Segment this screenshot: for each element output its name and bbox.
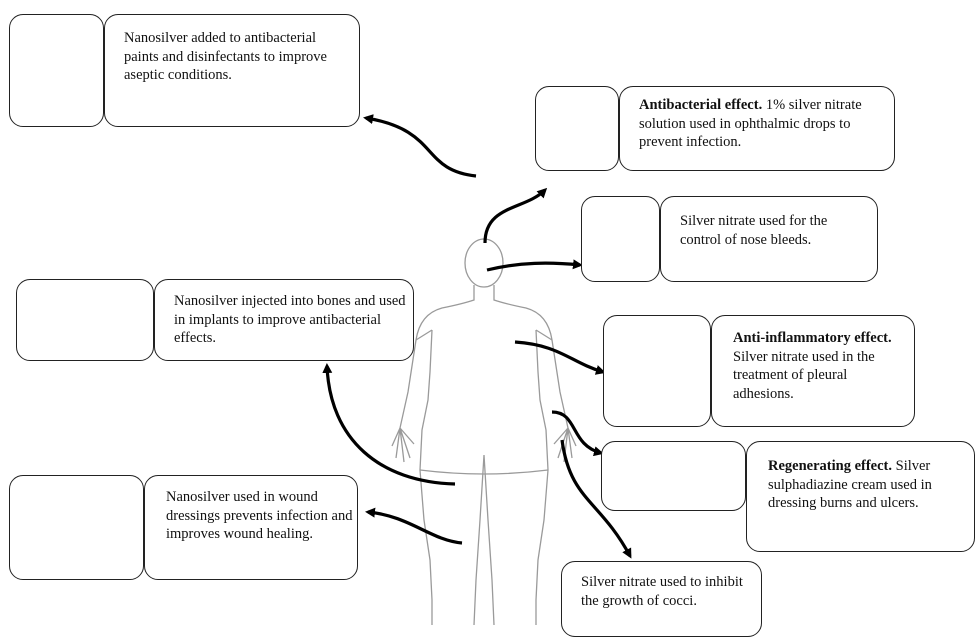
- arrow-lungs: [515, 342, 603, 372]
- arrow-wound: [368, 512, 462, 543]
- arrow-antiseptic: [366, 118, 476, 176]
- arrow-hand: [552, 412, 601, 453]
- icon-box-wound: [9, 475, 144, 580]
- callout-text-lungs: Anti-inflammatory effect. Silver nitrate…: [733, 329, 909, 403]
- icon-box-eye: [535, 86, 619, 171]
- callout-heading-lungs: Anti-inflammatory effect.: [733, 330, 892, 346]
- callout-text-bone: Nanosilver injected into bones and used …: [174, 292, 406, 348]
- callout-text-cocci: Silver nitrate used to inhibit the growt…: [581, 573, 751, 610]
- icon-box-hand: [601, 441, 746, 511]
- callout-text-wound: Nanosilver used in wound dressings preve…: [166, 488, 354, 544]
- callout-text-eye: Antibacterial effect. 1% silver nitrate …: [639, 96, 885, 152]
- human-body-outline: [392, 239, 576, 625]
- icon-box-nose: [581, 196, 660, 282]
- icon-box-antiseptic: [9, 14, 104, 127]
- callout-text-nose: Silver nitrate used for the control of n…: [680, 212, 868, 249]
- callout-text-antiseptic: Nanosilver added to antibacterial paints…: [124, 29, 350, 85]
- icon-box-lungs: [603, 315, 711, 427]
- arrow-eye: [485, 190, 545, 243]
- icon-box-bone: [16, 279, 154, 361]
- arrow-bone: [327, 366, 455, 484]
- arrow-nose: [487, 263, 580, 270]
- callout-heading-hand: Regenerating effect.: [768, 458, 892, 474]
- callout-text-hand: Regenerating effect. Silver sulphadiazin…: [768, 457, 972, 513]
- callout-heading-eye: Antibacterial effect.: [639, 97, 762, 113]
- callout-body-lungs: Silver nitrate used in the treatment of …: [733, 349, 875, 402]
